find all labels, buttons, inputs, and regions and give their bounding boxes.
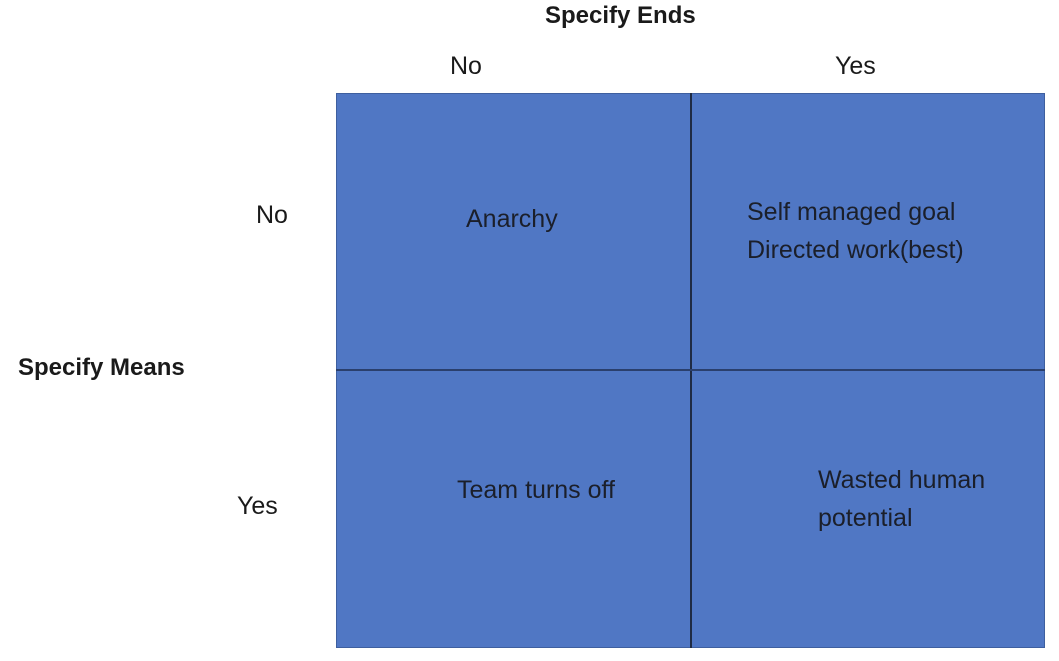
row-label-yes: Yes	[237, 492, 278, 520]
row-label-no: No	[256, 201, 288, 229]
cell-text-line-2: potential	[818, 504, 913, 532]
column-label-yes: Yes	[835, 52, 876, 80]
cell-text-line-1: Wasted human	[818, 466, 986, 494]
cell-no-means-yes-ends: Self managed goal Directed work(best)	[747, 193, 964, 269]
cell-text-team-turns-off: Team turns off	[457, 476, 615, 504]
column-label-no: No	[450, 52, 482, 80]
cell-text-line-1: Self managed goal	[747, 198, 956, 226]
side-axis-title: Specify Means	[18, 354, 185, 381]
cell-yes-means-yes-ends: Wasted human potential	[818, 461, 985, 537]
cell-text-line-2: Directed work(best)	[747, 236, 964, 264]
top-axis-title: Specify Ends	[545, 2, 696, 29]
horizontal-divider	[336, 369, 1045, 371]
cell-yes-means-no-ends: Team turns off	[457, 471, 615, 509]
cell-text-anarchy: Anarchy	[466, 205, 558, 233]
cell-no-means-no-ends: Anarchy	[466, 200, 558, 238]
